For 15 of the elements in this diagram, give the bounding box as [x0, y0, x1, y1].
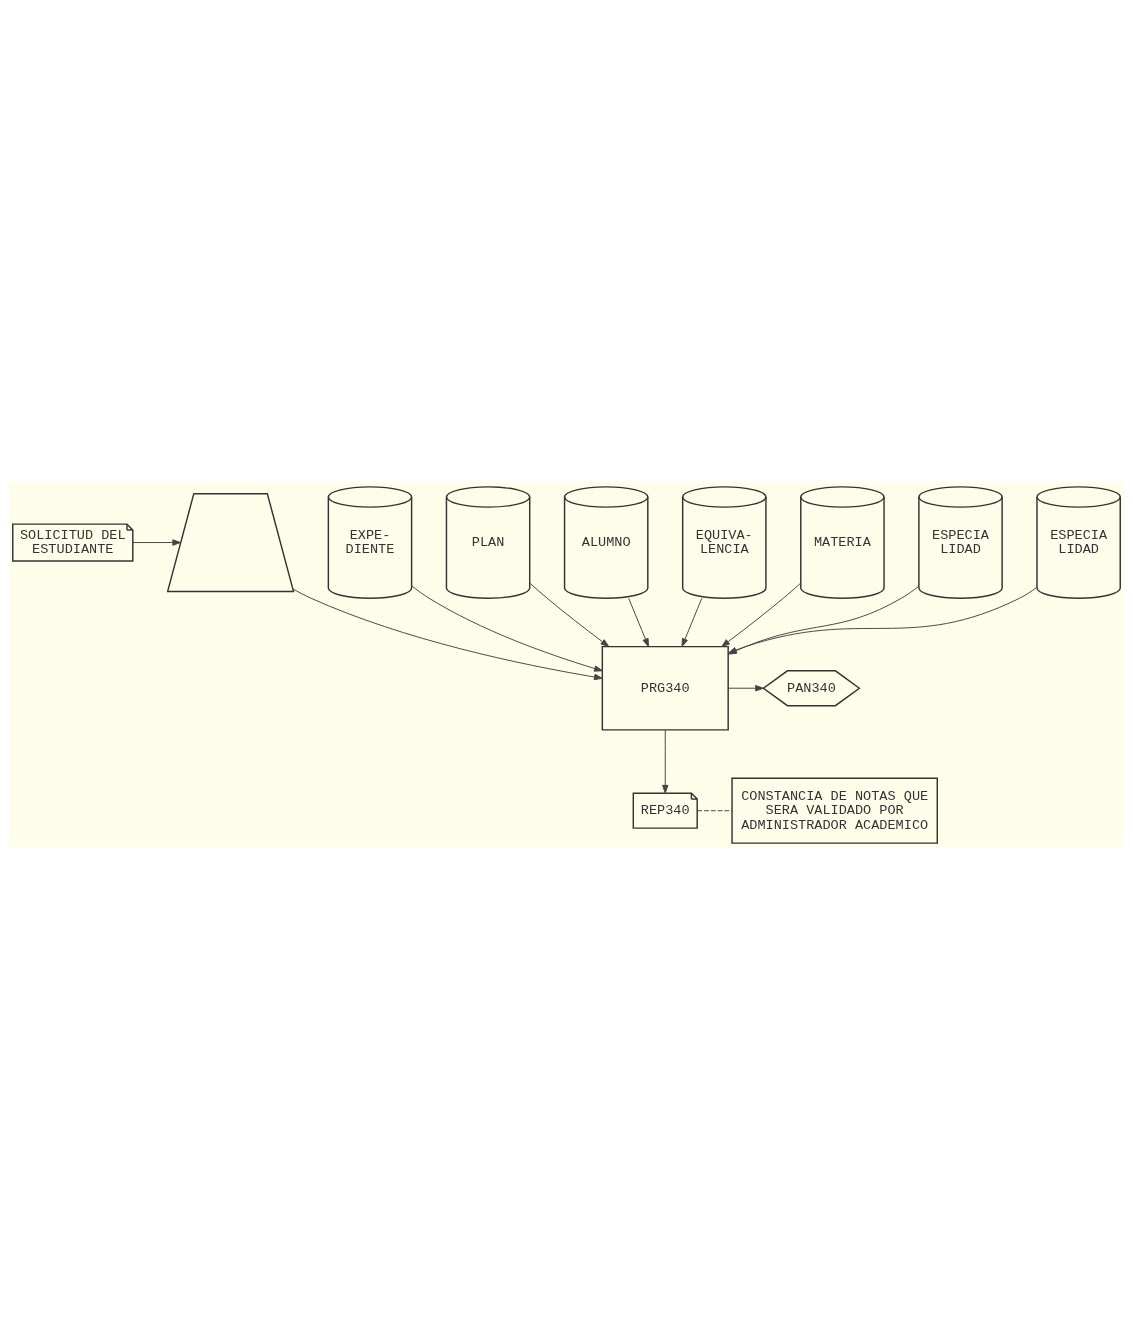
node-box: CONSTANCIA DE NOTAS QUE SERA VALIDADO POR ADMINISTRADOR ACADEMICO: [731, 777, 938, 844]
node-trapezoid: [166, 492, 295, 593]
arrow: [728, 586, 1038, 654]
arrow: [727, 685, 764, 692]
arrow: [292, 588, 603, 681]
arrow: [721, 582, 802, 647]
arrow: [411, 585, 603, 672]
node-box: PRG340: [601, 645, 729, 731]
arrow: [681, 597, 703, 647]
arrow: [132, 539, 182, 546]
arrow: [628, 597, 649, 647]
arrow: [529, 582, 610, 647]
arrow: [662, 729, 669, 794]
arrow: [727, 585, 920, 655]
connector: [696, 810, 733, 812]
